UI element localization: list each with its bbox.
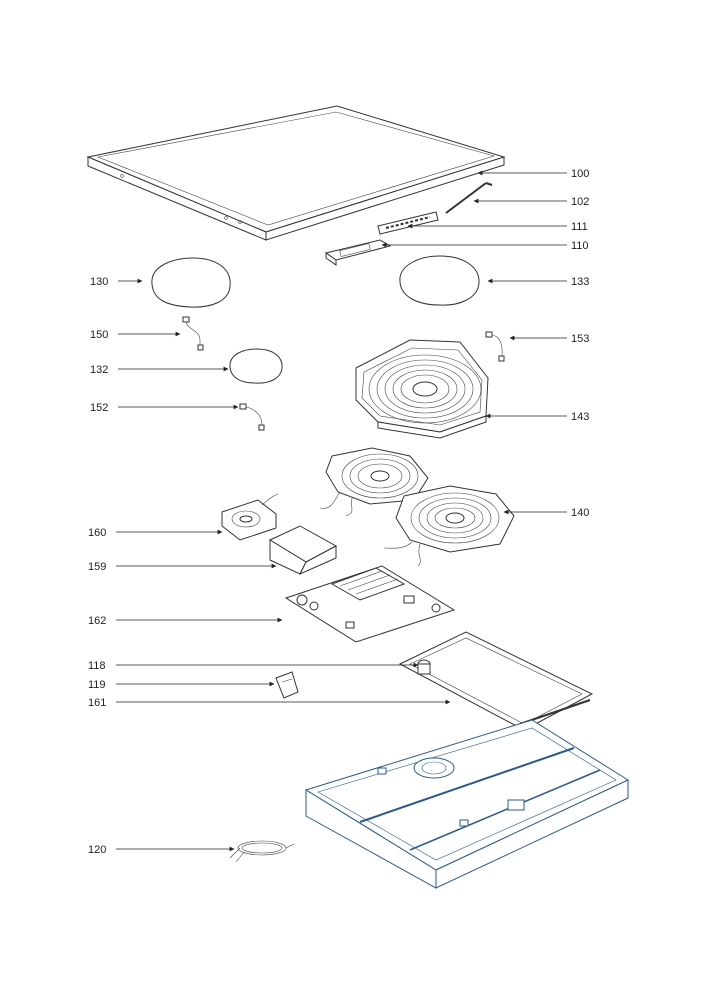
callout-162: 162 — [88, 615, 106, 627]
temperature-sensor-152 — [239, 403, 265, 431]
callout-120: 120 — [88, 844, 106, 856]
control-board — [377, 211, 439, 235]
control-board-holder — [324, 239, 392, 266]
callout-160: 160 — [88, 527, 106, 539]
induction-coil-large — [355, 339, 489, 439]
callout-111: 111 — [571, 221, 588, 233]
temperature-sensor-153 — [485, 331, 505, 362]
callout-133: 133 — [571, 276, 589, 288]
callout-153: 153 — [571, 333, 589, 345]
callout-150: 150 — [90, 329, 108, 341]
cooling-fan — [221, 493, 279, 541]
callout-102: 102 — [571, 196, 589, 208]
power-cord — [229, 840, 295, 863]
callout-143: 143 — [571, 411, 589, 423]
induction-coil-dual — [319, 447, 515, 567]
callout-159: 159 — [88, 561, 106, 573]
callout-110: 110 — [571, 240, 589, 252]
glass-top-plate — [86, 105, 506, 241]
round-pad-large-left — [151, 257, 231, 308]
callout-130: 130 — [90, 276, 108, 288]
bottom-housing — [304, 719, 630, 889]
support-frame — [398, 631, 594, 731]
power-board — [284, 565, 456, 643]
callout-140: 140 — [571, 507, 589, 519]
callout-161: 161 — [88, 697, 106, 709]
callout-100: 100 — [571, 168, 589, 180]
callout-152: 152 — [90, 402, 108, 414]
callout-119: 119 — [88, 679, 106, 691]
fan-duct-cover — [268, 525, 338, 576]
temperature-sensor-150 — [182, 316, 204, 351]
callout-132: 132 — [90, 364, 108, 376]
round-pad-large-right — [399, 255, 480, 306]
round-pad-small — [229, 348, 283, 384]
callout-118: 118 — [88, 660, 106, 672]
rod-part — [445, 182, 493, 214]
clip-bracket — [275, 671, 299, 699]
